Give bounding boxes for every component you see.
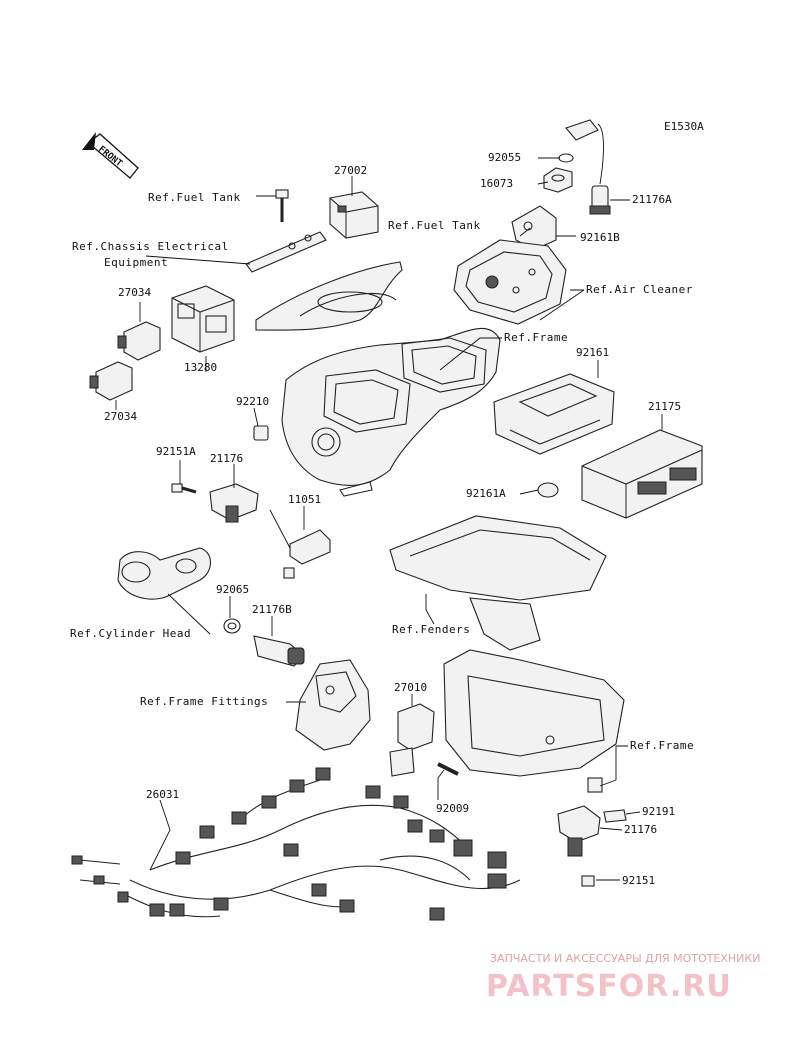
part-21176-lower: 21176 (624, 823, 657, 836)
sensor-21176b (253, 635, 305, 667)
part-26031: 26031 (146, 788, 179, 801)
relay-box-13280 (171, 285, 235, 353)
ref-air-cleaner: Ref.Air Cleaner (586, 283, 693, 296)
ref-chassis-electrical-2: Equipment (104, 256, 168, 269)
part-92009: 92009 (436, 802, 469, 815)
ecu-21175 (581, 429, 703, 519)
bracket-plate (245, 231, 327, 273)
ref-frame-fittings: Ref.Frame Fittings (140, 695, 268, 708)
cylinder-head (117, 547, 212, 600)
bolt-92151 (581, 875, 595, 887)
part-27010: 27010 (394, 681, 427, 694)
bolt-92009 (437, 762, 459, 776)
part-21176a-top: 21176A (632, 193, 672, 206)
part-92161b: 92161B (580, 231, 620, 244)
front-arrow-icon: FRONT (82, 132, 139, 179)
frame-center (281, 327, 501, 497)
bolt-fuel-tank (275, 189, 289, 222)
diagram-id: E1530A (664, 120, 704, 133)
ref-frame-1: Ref.Frame (504, 331, 568, 344)
watermark-brand: PARTSFOR.RU (486, 969, 732, 1004)
part-21176-mid: 21176 (210, 452, 243, 465)
leader-lines (115, 157, 663, 881)
relay-27034-b (89, 361, 133, 401)
part-27034-a: 27034 (118, 286, 151, 299)
sensor-21176-mid (209, 483, 259, 523)
part-92210: 92210 (236, 395, 269, 408)
sensor-21176-lower (557, 805, 601, 857)
wire-harness-26031 (71, 767, 521, 921)
part-92191: 92191 (642, 805, 675, 818)
ref-fuel-tank-2: Ref.Fuel Tank (388, 219, 481, 232)
part-16073: 16073 (480, 177, 513, 190)
part-92161: 92161 (576, 346, 609, 359)
relay-27034-a (117, 321, 161, 361)
ecu-bracket-92161 (493, 373, 615, 455)
ref-chassis-electrical-1: Ref.Chassis Electrical (72, 240, 229, 253)
part-27002: 27002 (334, 164, 367, 177)
part-92161a: 92161A (466, 487, 506, 500)
part-92065: 92065 (216, 583, 249, 596)
sensor-21176a-top (565, 119, 611, 215)
frame-lower (443, 649, 625, 777)
grommet-92210 (253, 425, 269, 441)
part-13280: 13280 (184, 361, 217, 374)
rubber-92161a (537, 482, 559, 498)
ref-fenders: Ref.Fenders (392, 623, 470, 636)
relay-27002 (329, 191, 379, 239)
bolt-92151a (171, 483, 197, 494)
watermark-subtitle: ЗАПЧАСТИ И АКСЕССУАРЫ ДЛЯ МОТОТЕХНИКИ (490, 952, 760, 965)
bracket-11051 (283, 529, 331, 579)
washer-92065 (223, 618, 241, 634)
part-21175: 21175 (648, 400, 681, 413)
frame-fittings (295, 659, 371, 751)
part-92151a: 92151A (156, 445, 196, 458)
ref-frame-2: Ref.Frame (630, 739, 694, 752)
part-27034-b: 27034 (104, 410, 137, 423)
nut-16073 (543, 167, 573, 193)
ref-cylinder-head: Ref.Cylinder Head (70, 627, 191, 640)
part-92151: 92151 (622, 874, 655, 887)
ref-fuel-tank-1: Ref.Fuel Tank (148, 191, 241, 204)
part-11051: 11051 (288, 493, 321, 506)
air-cleaner-cover (453, 239, 567, 325)
fender-bracket (389, 515, 607, 651)
part-21176b: 21176B (252, 603, 292, 616)
bracket-92161b (511, 205, 557, 251)
o-ring-92055 (558, 153, 574, 163)
relay-27010 (389, 703, 435, 777)
part-92055: 92055 (488, 151, 521, 164)
frame-shell-upper (255, 261, 403, 331)
